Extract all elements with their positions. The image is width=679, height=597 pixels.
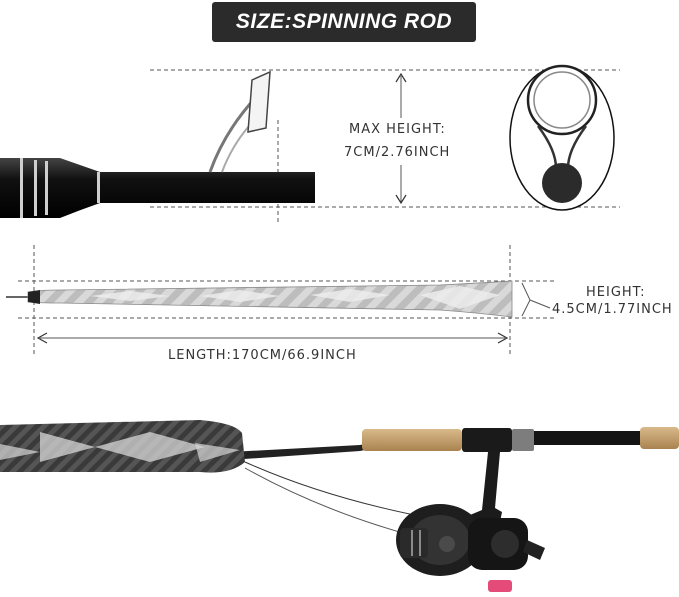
sleeve-length-label: LENGTH:170CM/66.9INCH: [168, 348, 357, 363]
rod-sleeve-illustration: [6, 280, 513, 318]
rod-butt-illustration: [0, 70, 315, 218]
sleeve-height-value: 4.5CM/1.77INCH: [552, 302, 673, 317]
guide-height-section: [0, 64, 620, 225]
title-badge: SIZE:SPINNING ROD: [212, 2, 476, 42]
spinning-reel: [396, 452, 545, 592]
sleeve-height-label: HEIGHT:: [586, 285, 646, 300]
fore-grip-cork: [362, 429, 462, 451]
guide-ring-illustration: [509, 64, 615, 211]
title-text: SIZE:SPINNING ROD: [235, 10, 453, 33]
rear-grip-cork: [640, 427, 679, 449]
max-height-label: MAX HEIGHT:: [349, 122, 446, 137]
rod-with-sleeve-photo: [0, 420, 679, 592]
sleeve-section: [6, 245, 555, 357]
max-height-value: 7CM/2.76INCH: [344, 145, 451, 160]
